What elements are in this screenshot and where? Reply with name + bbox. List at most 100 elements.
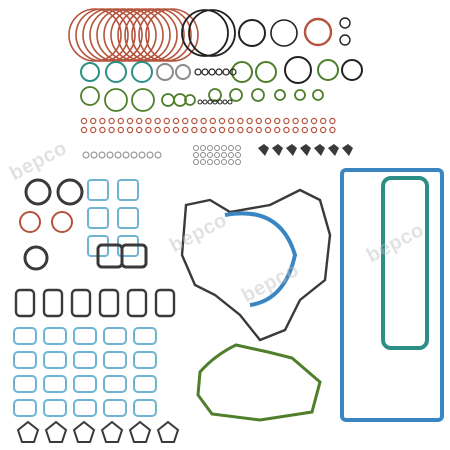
manifold-gasket xyxy=(70,288,92,318)
exhaust-gasket xyxy=(43,399,67,417)
copper-washer xyxy=(126,126,134,134)
exhaust-gasket xyxy=(73,399,97,417)
clip-icon xyxy=(342,144,353,156)
copper-washer xyxy=(237,117,244,125)
small-o-ring xyxy=(221,159,227,165)
seal-ring xyxy=(255,61,277,83)
left-gasket-group xyxy=(14,178,176,318)
small-o-ring xyxy=(228,159,234,165)
copper-washers xyxy=(80,117,336,134)
port-gasket xyxy=(72,420,96,443)
copper-washer xyxy=(89,126,97,134)
copper-o-ring xyxy=(124,8,178,62)
copper-washer xyxy=(172,126,180,134)
small-o-ring xyxy=(227,99,233,105)
small-o-ring xyxy=(235,145,241,151)
copper-washer xyxy=(255,126,262,134)
o-ring xyxy=(188,9,236,57)
copper-o-ring xyxy=(110,8,164,62)
copper-washer xyxy=(255,117,262,125)
o-ring xyxy=(238,19,266,47)
small-o-ring xyxy=(214,152,220,158)
copper-washer xyxy=(135,126,143,134)
small-o-ring xyxy=(207,159,213,165)
small-o-ring xyxy=(106,151,114,159)
copper-o-ring xyxy=(131,8,185,62)
copper-washer xyxy=(283,126,290,134)
clip-icon xyxy=(314,144,325,156)
seal-ring xyxy=(173,93,187,107)
small-o-ring xyxy=(194,68,202,76)
seal-ring xyxy=(131,88,155,112)
small-o-ring xyxy=(207,99,213,105)
small-o-ring xyxy=(122,151,130,159)
small-o-ring xyxy=(146,151,154,159)
exhaust-gasket xyxy=(103,375,127,393)
clip-icon xyxy=(300,144,311,156)
copper-washer xyxy=(329,126,336,134)
copper-washer xyxy=(108,117,115,125)
manifold-gasket xyxy=(98,288,120,318)
exhaust-gasket xyxy=(133,327,157,345)
oil-pan-gasket xyxy=(340,168,444,422)
exhaust-gasket xyxy=(43,327,67,345)
small-o-ring xyxy=(214,145,220,151)
seal-ring xyxy=(175,64,191,80)
port-gasket xyxy=(128,420,152,443)
clip-icon xyxy=(286,144,297,156)
small-o-ring xyxy=(222,99,228,105)
clip-icon xyxy=(328,144,339,156)
clip-icon xyxy=(258,144,269,156)
copper-o-ring-stack xyxy=(68,8,199,62)
seal-ring xyxy=(229,88,243,102)
copper-washer xyxy=(227,117,235,125)
timing-cover-gaskets xyxy=(180,188,332,342)
copper-washer xyxy=(154,117,161,125)
copper-washer xyxy=(274,126,281,134)
flange-gasket xyxy=(23,245,49,271)
small-o-ring xyxy=(221,145,227,151)
exhaust-gasket xyxy=(13,399,37,417)
copper-washer xyxy=(99,117,106,125)
copper-washer xyxy=(99,126,106,134)
copper-washer xyxy=(181,126,189,134)
copper-washer xyxy=(80,126,88,134)
copper-washer xyxy=(320,126,327,134)
copper-washer xyxy=(320,117,327,125)
small-o-ring xyxy=(114,151,122,159)
copper-washer xyxy=(200,117,207,125)
copper-washer xyxy=(218,126,226,134)
copper-o-ring xyxy=(82,8,136,62)
o-ring xyxy=(339,34,351,46)
small-o-ring xyxy=(193,145,199,151)
exhaust-gasket xyxy=(73,327,97,345)
small-o-ring xyxy=(221,152,227,158)
exhaust-gasket xyxy=(103,351,127,369)
exhaust-gasket xyxy=(73,351,97,369)
seal-ring xyxy=(80,62,100,82)
manifold-gasket xyxy=(154,288,176,318)
small-o-ring xyxy=(202,99,208,105)
square-gasket xyxy=(117,179,139,201)
copper-o-ring xyxy=(75,8,129,62)
exhaust-gasket xyxy=(133,375,157,393)
port-gasket xyxy=(156,420,180,443)
small-o-ring xyxy=(222,68,230,76)
copper-washer xyxy=(181,117,189,125)
seal-ring xyxy=(312,89,324,101)
crank-seal xyxy=(56,178,84,206)
copper-washer xyxy=(310,117,318,125)
port-gasket xyxy=(44,420,68,443)
seal-ring xyxy=(208,88,222,102)
square-gasket xyxy=(120,243,148,269)
small-o-ring xyxy=(200,159,206,165)
copper-washer xyxy=(191,117,198,125)
seal-ring xyxy=(341,59,363,81)
copper-washer xyxy=(310,126,318,134)
small-o-ring xyxy=(130,151,138,159)
seal-ring xyxy=(294,89,306,101)
small-o-ring xyxy=(228,152,234,158)
seal-ring xyxy=(161,93,175,107)
small-o-ring xyxy=(154,151,162,159)
